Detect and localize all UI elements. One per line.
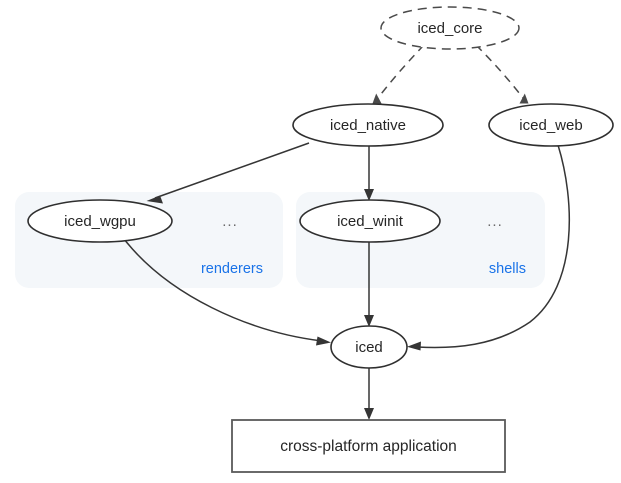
- node-iced-core[interactable]: iced_core: [380, 6, 520, 50]
- node-iced-native[interactable]: iced_native: [292, 103, 444, 147]
- node-iced-core-label: iced_core: [417, 20, 482, 37]
- node-iced-native-shape[interactable]: [292, 103, 444, 147]
- edge-line: [154, 142, 310, 199]
- edge-iced_core-to-iced_web: [475, 44, 529, 104]
- node-application-shape[interactable]: [231, 419, 506, 473]
- node-iced-web-shape[interactable]: [488, 103, 614, 147]
- node-iced-web-label: iced_web: [519, 117, 582, 134]
- arrow-head: [407, 341, 421, 351]
- arrow-head: [146, 195, 163, 204]
- node-iced-shape[interactable]: [330, 325, 408, 369]
- edge-line: [377, 44, 425, 99]
- edge-iced_native-to-iced_wgpu: [146, 142, 310, 204]
- edge-iced_core-to-iced_native: [372, 44, 425, 104]
- cluster-shells-label: shells: [489, 261, 526, 277]
- node-iced-wgpu[interactable]: iced_wgpu: [27, 199, 173, 243]
- cluster-renderers-label: renderers: [201, 261, 263, 277]
- edge-line: [416, 144, 571, 349]
- arrow-head: [364, 408, 374, 420]
- edge-iced_winit-to-iced: [364, 242, 374, 327]
- node-iced-native-label: iced_native: [330, 117, 406, 134]
- edge-iced-to-application: [364, 368, 374, 420]
- node-iced-winit[interactable]: iced_winit: [299, 199, 441, 243]
- arrow-head: [316, 336, 331, 346]
- node-iced-web[interactable]: iced_web: [488, 103, 614, 147]
- edge-iced_native-to-iced_winit: [364, 146, 374, 201]
- node-iced[interactable]: iced: [330, 325, 408, 369]
- edge-line: [475, 44, 524, 99]
- edge-line: [123, 238, 323, 342]
- node-iced-label: iced: [355, 339, 383, 356]
- arrow-head: [372, 93, 382, 104]
- arrow-head: [364, 315, 374, 327]
- cluster-renderers-ellipsis: ...: [222, 213, 238, 230]
- arrow-head: [364, 189, 374, 201]
- arrow-head: [519, 93, 529, 104]
- edge-iced_wgpu-to-iced: [123, 238, 331, 346]
- cluster-shells-ellipsis: ...: [487, 213, 503, 230]
- node-iced-winit-shape[interactable]: [299, 199, 441, 243]
- edge-iced_web-to-iced: [407, 144, 571, 351]
- node-application-label: cross-platform application: [280, 438, 457, 455]
- node-iced-core-shape[interactable]: [380, 6, 520, 50]
- node-iced-wgpu-label: iced_wgpu: [64, 213, 136, 230]
- node-iced-wgpu-shape[interactable]: [27, 199, 173, 243]
- node-iced-winit-label: iced_winit: [337, 213, 404, 230]
- node-application[interactable]: cross-platform application: [231, 419, 506, 473]
